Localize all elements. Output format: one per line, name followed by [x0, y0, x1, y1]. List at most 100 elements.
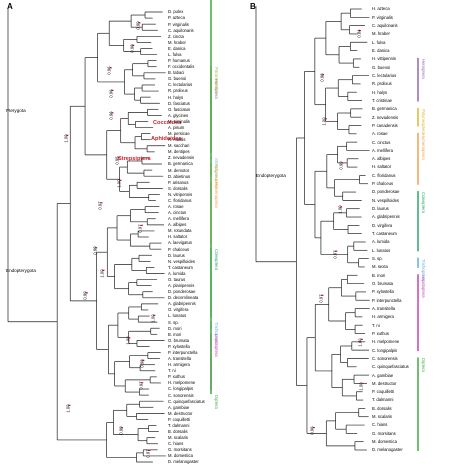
- support-value: 0.96: [309, 426, 315, 435]
- taxon-label: H. azteca: [372, 6, 390, 12]
- taxon-label: D. melanogaster: [168, 459, 199, 465]
- taxon-label: T. castaneum: [168, 264, 193, 270]
- support-value: 1.00: [357, 338, 363, 347]
- taxon-label: C. floridanus: [372, 172, 396, 178]
- strepsiptera-highlight-label: Strepsiptera: [118, 156, 151, 162]
- support-marker: [117, 157, 120, 159]
- support-marker: [120, 427, 124, 429]
- taxon-label: C. cinctus: [372, 139, 391, 145]
- taxon-label: C. floridanus: [168, 197, 192, 203]
- endopterygota-label-a: Endopterygota: [6, 268, 36, 273]
- group-label: Coleoptera: [421, 192, 426, 214]
- support-marker: [85, 292, 88, 294]
- taxon-label: P. arisanus: [168, 179, 189, 185]
- taxon-label: D. abietinus: [168, 173, 191, 179]
- support-marker: [312, 426, 315, 429]
- taxon-label: M. rotundata: [168, 228, 192, 234]
- support-value: 0.99: [118, 426, 124, 435]
- taxon-label: C. longipalpis: [372, 347, 398, 353]
- support-value: 0.96: [106, 66, 112, 75]
- taxon-label: M. viminalis: [168, 118, 190, 124]
- taxon-label: B. dorsalis: [168, 428, 188, 434]
- support-value: 1.00: [150, 314, 156, 323]
- taxon-label: G. morsitans: [372, 430, 396, 436]
- support-marker: [321, 294, 324, 296]
- support-value: 0.99: [92, 246, 98, 255]
- taxon-label: M. dentipes: [168, 149, 190, 155]
- support-value: 0.95: [114, 156, 120, 165]
- support-value: 0.99: [82, 291, 88, 300]
- taxon-label: N. vespilloides: [168, 258, 195, 264]
- taxon-label: M. demotor: [168, 167, 190, 173]
- taxon-label: T. dalmanni: [168, 422, 190, 428]
- support-value: 0.96: [108, 89, 114, 98]
- taxon-label: D. melanogaster: [372, 447, 403, 453]
- taxon-label: N. vespilloides: [372, 197, 399, 203]
- taxon-label: B. germanica: [372, 106, 397, 112]
- taxon-label: D. laurus: [372, 206, 389, 212]
- support-marker: [65, 134, 69, 136]
- taxon-label: H. saltator: [372, 164, 392, 170]
- taxon-label: H. armigera: [372, 314, 394, 320]
- taxon-label: A. glabripennis: [372, 214, 400, 220]
- group-label: Coleoptera: [214, 249, 219, 271]
- taxon-label: B. tabaci: [168, 70, 185, 76]
- support-value: 1.00: [322, 117, 328, 126]
- taxon-label: A. albipes: [372, 156, 391, 162]
- support-value: 0.97: [97, 201, 103, 210]
- taxon-label: A. laevigatus: [168, 240, 192, 246]
- taxon-label: M. persicae: [168, 131, 190, 137]
- taxon-label: O. taurus: [168, 276, 186, 282]
- taxon-label: O. brumata: [372, 280, 393, 286]
- taxon-label: A. gambiae: [168, 404, 190, 410]
- taxon-label: A. transitella: [168, 356, 192, 362]
- taxon-label: B. mori: [168, 331, 182, 337]
- support-marker: [127, 337, 131, 339]
- taxon-label: D. pulex: [168, 9, 184, 15]
- taxon-label: O. brumata: [168, 337, 189, 343]
- taxon-label: A. pisum: [168, 124, 185, 130]
- support-value: 0.98: [319, 73, 325, 82]
- taxon-label: A. mellifera: [372, 147, 393, 153]
- support-marker: [321, 74, 325, 76]
- taxon-label: E. danica: [372, 48, 390, 53]
- taxon-label: P. interpunctella: [372, 297, 402, 303]
- taxon-label: P. xuthus: [372, 330, 389, 336]
- taxon-label: S. sp.: [372, 256, 383, 262]
- support-value: 1.00: [116, 179, 122, 188]
- support-value: 1.00: [125, 336, 131, 345]
- taxon-label: A. rosae: [168, 203, 184, 209]
- group-label: Polyneoptera: [421, 108, 426, 135]
- taxon-label: C. longipalpis: [168, 386, 194, 392]
- support-value: 0.97: [145, 449, 151, 458]
- taxon-label: P. chalceus: [168, 246, 190, 252]
- taxon-label: L. lunatus: [372, 247, 391, 253]
- taxon-label: P. virginalis: [168, 21, 189, 27]
- taxon-label: P. virginalis: [372, 14, 393, 20]
- taxon-label: C. hians: [372, 422, 388, 428]
- support-marker: [111, 89, 114, 91]
- taxon-label: H. armigera: [168, 362, 190, 368]
- support-marker: [140, 382, 144, 384]
- taxon-label: S. sp.: [168, 319, 179, 325]
- aphidoidea-label: Aphidoidea: [151, 136, 182, 142]
- support-value: 1.00: [63, 134, 69, 143]
- taxon-label: C. aquilonaris: [372, 23, 398, 29]
- taxon-label: O. fasciatus: [168, 106, 191, 112]
- taxon-label: P. canadensis: [372, 122, 398, 128]
- taxon-label: Z. nevadensis: [168, 155, 195, 161]
- taxon-label: P. coquilletti: [372, 389, 395, 395]
- taxon-label: P. humanus: [168, 58, 190, 64]
- taxon-label: A. glycines: [168, 112, 189, 118]
- taxon-label: P. xuthus: [168, 374, 185, 380]
- taxon-label: D. laurus: [168, 252, 185, 258]
- taxon-label: T. ni: [168, 368, 176, 374]
- taxon-label: A. rosae: [372, 131, 388, 137]
- taxon-label: P. xylostella: [372, 289, 394, 295]
- taxon-label: D. decemlineata: [168, 295, 199, 301]
- taxon-label: M. hraber: [372, 31, 390, 37]
- taxon-label: T. ni: [372, 322, 380, 328]
- taxon-label: P. interpunctella: [168, 349, 198, 355]
- support-value: 0.97: [138, 381, 144, 390]
- support-value: 0.97: [318, 294, 324, 303]
